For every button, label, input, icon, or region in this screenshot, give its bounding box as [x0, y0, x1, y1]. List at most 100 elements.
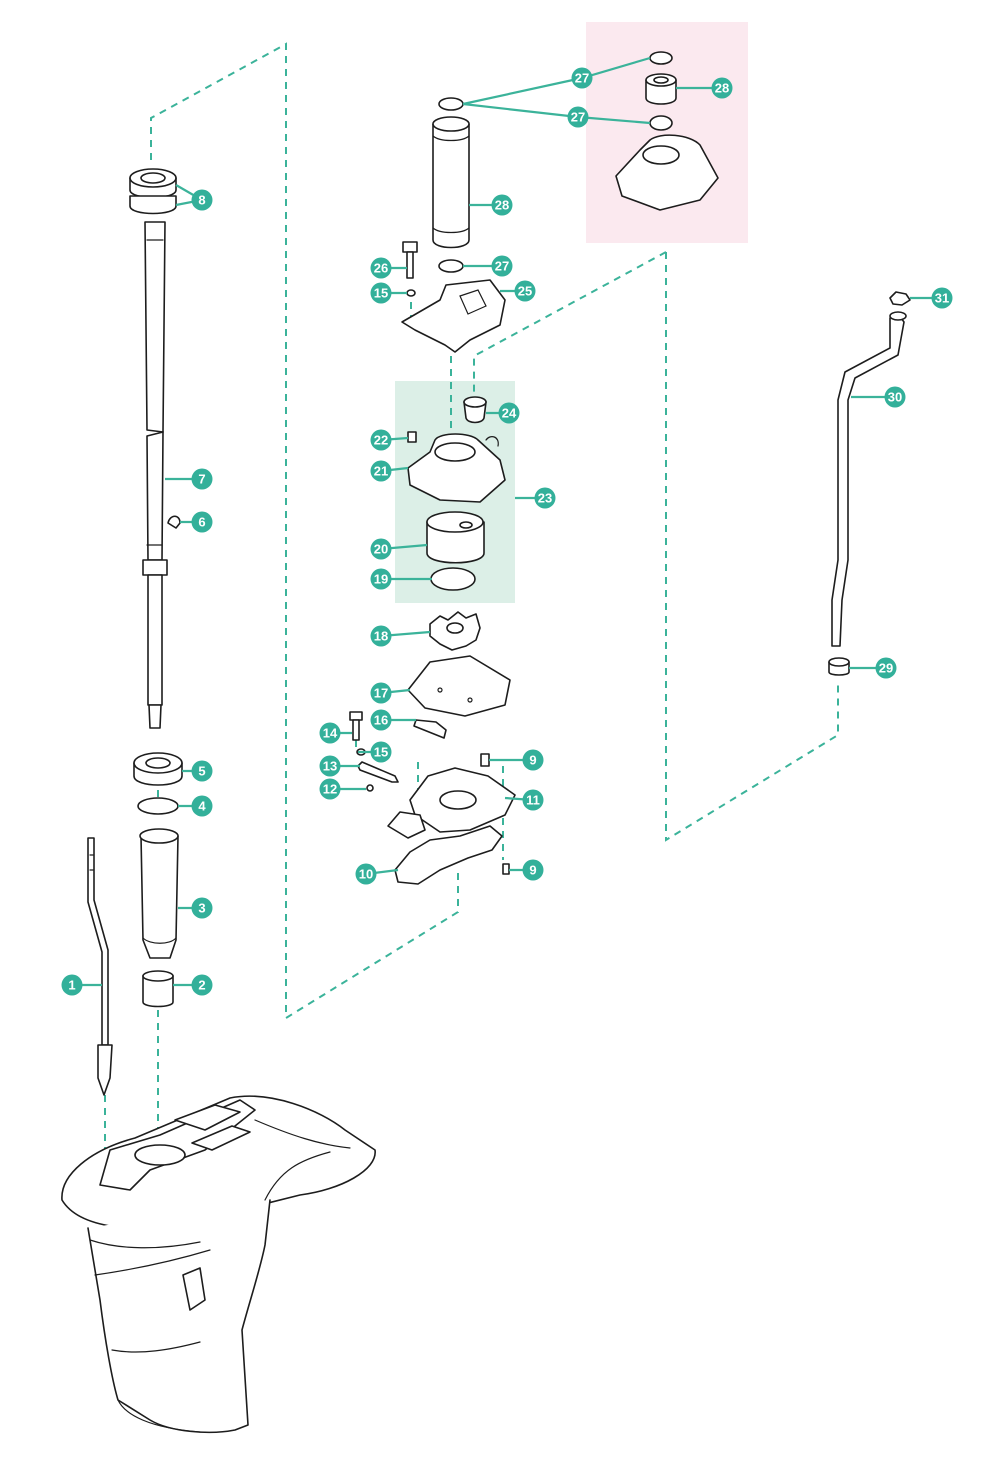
callout-28-grommet: 28	[711, 77, 733, 99]
svg-text:21: 21	[374, 464, 388, 479]
callout-5: 5	[191, 760, 213, 782]
callout-1: 1	[61, 974, 83, 996]
grommet-29	[828, 657, 850, 676]
o-ring-4	[137, 797, 179, 815]
callout-21: 21	[370, 460, 392, 482]
water-hose	[831, 311, 907, 647]
callout-19: 19	[370, 568, 392, 590]
impeller	[429, 611, 481, 651]
callout-14: 14	[319, 722, 341, 744]
svg-text:14: 14	[323, 726, 338, 741]
svg-text:18: 18	[374, 629, 388, 644]
svg-text:27: 27	[495, 259, 509, 274]
cover-16	[413, 719, 447, 739]
svg-text:10: 10	[359, 867, 373, 882]
dowel-pin-22	[407, 431, 417, 443]
svg-text:3: 3	[198, 901, 205, 916]
svg-text:29: 29	[879, 661, 893, 676]
svg-text:12: 12	[323, 782, 337, 797]
svg-text:17: 17	[374, 686, 388, 701]
pump-housing-alternate	[615, 134, 719, 211]
svg-text:9: 9	[529, 863, 536, 878]
svg-text:22: 22	[374, 433, 388, 448]
callout-3: 3	[191, 897, 213, 919]
svg-text:5: 5	[198, 764, 205, 779]
callout-9-top: 9	[522, 749, 544, 771]
callout-31: 31	[931, 287, 953, 309]
svg-text:13: 13	[323, 759, 337, 774]
callout-11: 11	[522, 789, 544, 811]
callout-6: 6	[191, 511, 213, 533]
svg-text:4: 4	[198, 799, 206, 814]
callout-10: 10	[355, 863, 377, 885]
dowel-9-bottom	[502, 863, 510, 875]
svg-text:28: 28	[715, 81, 729, 96]
svg-text:27: 27	[575, 71, 589, 86]
svg-text:25: 25	[518, 284, 532, 299]
plate-25	[401, 279, 506, 353]
svg-text:31: 31	[935, 291, 949, 306]
pump-base	[387, 767, 516, 839]
svg-text:23: 23	[538, 491, 552, 506]
callout-8: 8	[191, 189, 213, 211]
svg-text:16: 16	[374, 713, 388, 728]
svg-text:20: 20	[374, 542, 388, 557]
callout-12: 12	[319, 778, 341, 800]
svg-text:28: 28	[495, 198, 509, 213]
svg-text:1: 1	[68, 978, 75, 993]
water-tube	[432, 116, 470, 249]
drive-shaft-tube	[139, 828, 179, 959]
callout-24: 24	[498, 402, 520, 424]
o-ring-27-bottom	[438, 259, 464, 273]
callout-23: 23	[534, 487, 556, 509]
lower-unit-housing	[61, 1095, 376, 1434]
callout-2: 2	[191, 974, 213, 996]
drive-shaft	[142, 221, 168, 729]
callout-30: 30	[884, 386, 906, 408]
svg-text:24: 24	[502, 406, 517, 421]
callout-17: 17	[370, 682, 392, 704]
svg-text:15: 15	[374, 745, 388, 760]
callout-15-top: 15	[370, 282, 392, 304]
woodruff-key	[167, 515, 181, 529]
dowel-9-top	[480, 753, 490, 767]
drive-shaft-bearing	[129, 168, 177, 215]
svg-text:6: 6	[198, 515, 205, 530]
outer-plate	[407, 655, 511, 717]
callout-4: 4	[191, 795, 213, 817]
shift-rod	[87, 837, 113, 1096]
callout-28-tube: 28	[491, 194, 513, 216]
clamp-13	[357, 761, 399, 783]
callout-22: 22	[370, 429, 392, 451]
o-ring-27-lower	[649, 115, 673, 131]
gasket-19	[430, 567, 476, 591]
svg-text:30: 30	[888, 390, 902, 405]
callout-7: 7	[191, 468, 213, 490]
callout-18: 18	[370, 625, 392, 647]
bolt-14	[349, 711, 363, 741]
oil-seal-housing	[133, 752, 183, 786]
o-ring-27-top	[438, 97, 464, 111]
svg-text:8: 8	[198, 193, 205, 208]
callout-9-bottom: 9	[522, 859, 544, 881]
svg-text:11: 11	[526, 793, 540, 808]
insert-cartridge	[426, 511, 485, 564]
bolt-26	[402, 241, 418, 279]
callout-27-upper: 27	[571, 67, 593, 89]
svg-text:19: 19	[374, 572, 388, 587]
water-pump-housing	[407, 433, 506, 503]
bushing	[142, 970, 174, 1008]
gasket-10	[394, 825, 503, 885]
washer-31	[889, 291, 911, 306]
svg-text:15: 15	[374, 286, 388, 301]
grommet-28	[645, 73, 677, 105]
svg-text:26: 26	[374, 261, 388, 276]
callout-25: 25	[514, 280, 536, 302]
callout-16: 16	[370, 709, 392, 731]
svg-text:9: 9	[529, 753, 536, 768]
svg-text:2: 2	[198, 978, 205, 993]
svg-text:7: 7	[198, 472, 205, 487]
svg-text:27: 27	[571, 110, 585, 125]
pin-12	[366, 784, 374, 792]
